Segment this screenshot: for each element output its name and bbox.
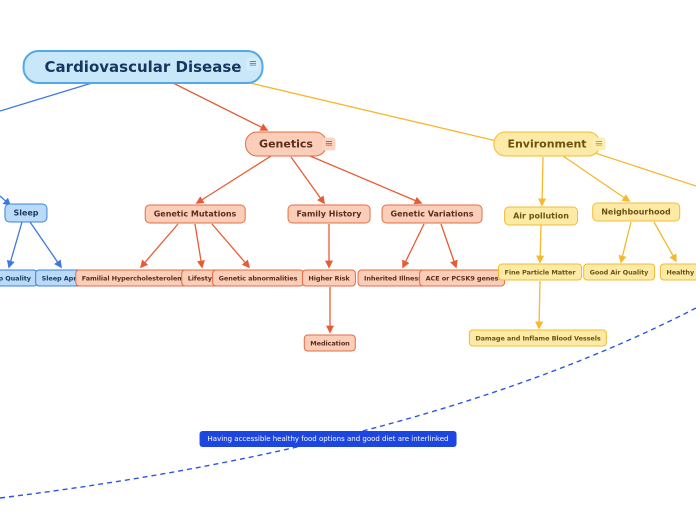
menu-icon[interactable]: ≡ (246, 57, 260, 71)
mindmap-node-neighbourhood[interactable]: Neighbourhood (592, 202, 680, 222)
edge-connector (139, 223, 179, 269)
edge-connector (538, 156, 547, 207)
edge-connector (440, 223, 458, 269)
mindmap-node-fine-particle-matter[interactable]: Fine Particle Matter (498, 263, 582, 281)
mindmap-node-environment[interactable]: Environment (493, 131, 601, 157)
edge-connector (29, 221, 62, 269)
mindmap-node-genetic-abnormalities[interactable]: Genetic abnormalities (212, 269, 304, 287)
edge-connector (535, 280, 544, 330)
edge-connector (195, 155, 272, 204)
mindmap-node-genetic-mutations[interactable]: Genetic Mutations (144, 204, 246, 224)
mindmap-node-genetics[interactable]: Genetics (245, 131, 327, 157)
mindmap-node-familial-hypercholesterolemia[interactable]: Familial Hypercholesterolemia (75, 269, 197, 287)
edge-connector (653, 221, 677, 263)
edge-connector (172, 82, 269, 131)
mindmap-node-genetic-variations[interactable]: Genetic Variations (381, 204, 483, 224)
edge-connector (0, 82, 93, 112)
edge-connector (402, 223, 425, 269)
edge-connector (302, 152, 423, 205)
mindmap-node-cardiovascular-disease[interactable]: Cardiovascular Disease (22, 50, 264, 84)
mindmap-node-sleep[interactable]: Sleep (4, 203, 48, 223)
edge-connector (194, 223, 205, 269)
crosslink-label[interactable]: Having accessible healthy food options a… (199, 431, 457, 447)
menu-icon[interactable]: ≡ (592, 137, 606, 151)
mindmap-node-air-pollution[interactable]: Air pollution (504, 206, 578, 226)
edge-connector (536, 224, 545, 264)
menu-icon[interactable]: ≡ (322, 137, 336, 151)
edge-connector (618, 221, 632, 264)
edge-connector (6, 221, 23, 269)
mindmap-node-higher-risk[interactable]: Higher Risk (301, 269, 357, 287)
edge-connector (290, 156, 325, 205)
mindmap-node-medication[interactable]: Medication (303, 334, 357, 352)
edge-connector (588, 150, 696, 187)
mindmap-node-good-air-quality[interactable]: Good Air Quality (583, 263, 655, 281)
edge-connector (562, 155, 631, 202)
mindmap-node-family-history[interactable]: Family History (287, 204, 371, 224)
mindmap-node-healthy-food[interactable]: Healthy Food (659, 263, 696, 281)
mindmap-node-sleep-quality[interactable]: Sleep Quality (0, 269, 38, 287)
mindmap-node-ace-or-pcsk9-genes[interactable]: ACE or PCSK9 genes (419, 269, 505, 287)
edge-connector (211, 223, 251, 269)
mindmap-node-damage-and-inflame-blood-vessels[interactable]: Damage and Inflame Blood Vessels (468, 329, 608, 347)
